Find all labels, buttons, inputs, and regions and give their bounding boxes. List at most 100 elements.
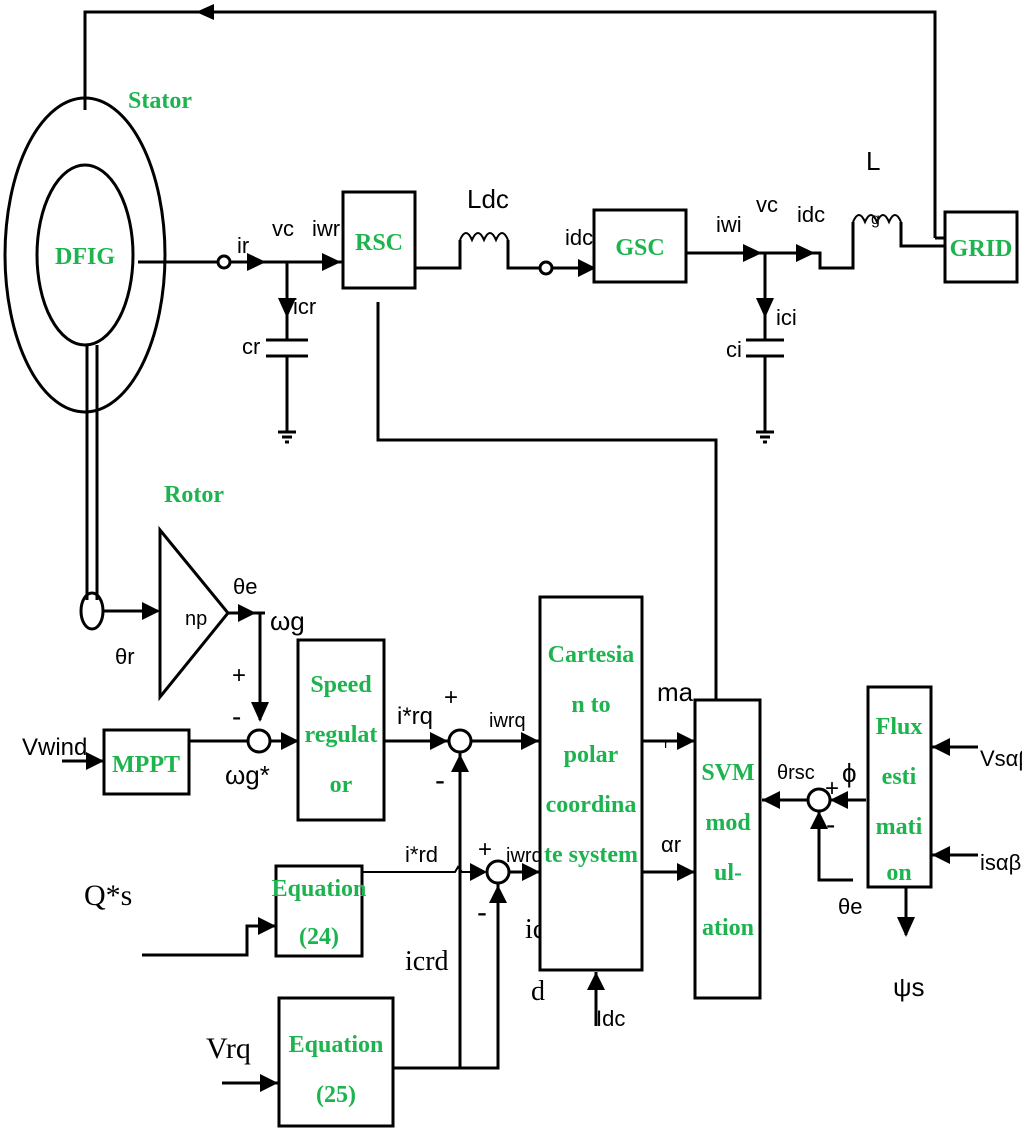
ldc-inductor: [459, 232, 509, 243]
qs-line: [142, 924, 275, 957]
minus-flux-label: -: [826, 809, 835, 840]
stator-label: Stator: [128, 88, 192, 114]
theta-r-label: θr: [115, 644, 135, 669]
speed-regulator-line-2: regulat: [305, 722, 378, 748]
qs-arrow: [258, 917, 276, 935]
cr-ground-icon: [278, 430, 296, 444]
cartesian-line-1: Cartesia: [548, 642, 635, 668]
equation24-line-2: (24): [299, 924, 339, 950]
speed-regulator-text: Speed regulat or: [305, 672, 378, 798]
ir-label: ir: [237, 233, 249, 258]
iwr-label: iwr: [312, 216, 340, 241]
speed-sum-junction: [246, 728, 272, 754]
cartesian-line-2: n to: [571, 692, 610, 718]
equation25-block: [277, 996, 395, 1128]
grid-inductor: [852, 214, 902, 225]
iwr-arrow: [322, 253, 341, 271]
svm-text: SVM mod ul- ation: [701, 760, 754, 941]
theta-e-bottom-line: [817, 811, 853, 882]
speed-regulator-line-1: Speed: [310, 672, 372, 698]
isab-arrow: [932, 846, 950, 864]
q-sum-junction: [447, 728, 473, 754]
ird-ref-arrow: [470, 863, 487, 881]
mppt-label: MPPT: [112, 752, 180, 778]
grid-path-2: [899, 222, 945, 248]
eq25-to-d-sum: [393, 883, 500, 1070]
svm-line-1: SVM: [701, 760, 754, 786]
ci-label: ci: [726, 337, 742, 362]
speed-regulator-line-3: or: [330, 772, 353, 798]
rsc-block: [341, 190, 417, 290]
phi-arrow: [830, 791, 848, 809]
iwrd-arrow: [522, 863, 540, 881]
vc-grid-label: vc: [756, 192, 778, 217]
dc-link-line-1: [415, 240, 462, 270]
svm-line-4: ation: [702, 915, 754, 941]
q-feedback-arrow: [451, 754, 469, 772]
flux-line-2: esti: [882, 764, 917, 790]
omega-g-star-label: ωg*: [225, 760, 270, 790]
speed-regulator-block: [296, 638, 386, 822]
svm-line-2: mod: [705, 810, 751, 836]
idc-grid-arrow: [796, 244, 815, 262]
minus-d-label: -: [477, 896, 487, 929]
svm-to-rsc-line: [376, 302, 718, 700]
minus-q-label: -: [435, 764, 445, 797]
icr-label: icr: [293, 294, 316, 319]
idc-input-arrow: [587, 972, 605, 990]
dfig-label: DFIG: [55, 244, 115, 270]
svm-line-3: ul-: [714, 860, 742, 886]
d-feedback-arrow: [489, 885, 507, 903]
ma-sub-label: r: [664, 735, 669, 751]
rotor-label: Rotor: [164, 482, 224, 508]
isab-label: isαβ: [980, 850, 1021, 875]
psis-label: ψs: [893, 972, 925, 1002]
rotor-position-sensor: [79, 591, 105, 631]
grid-label: GRID: [950, 236, 1013, 262]
minus-speed-label: -: [232, 701, 241, 732]
equation25-line-1: Equation: [289, 1032, 384, 1058]
theta-r-arrow: [142, 602, 160, 620]
gsc-block: [592, 208, 688, 284]
np-label: np: [185, 608, 207, 630]
flux-text: Flux esti mati on: [876, 714, 923, 886]
plus-d-label: +: [478, 836, 492, 863]
vc-rotor-label: vc: [272, 216, 294, 241]
plus-speed-label: +: [232, 662, 246, 689]
dc-link-line-2: [506, 240, 540, 270]
ird-star-label: i*rd: [405, 842, 438, 867]
theta-e-arrow: [238, 604, 256, 622]
flux-line-1: Flux: [876, 714, 923, 740]
cr-label: cr: [242, 334, 260, 359]
cartesian-line-3: polar: [564, 742, 619, 768]
svm-block: [693, 698, 762, 1000]
l-grid-label: L: [866, 146, 880, 176]
ldc-label: Ldc: [467, 184, 509, 214]
flux-line-4: on: [886, 860, 911, 886]
ma-label: ma: [657, 677, 694, 707]
theta-e-bottom-label: θe: [838, 894, 862, 919]
iwrq-arrow: [521, 732, 539, 750]
phi-label: ϕ: [842, 758, 857, 788]
speed-error-arrow: [281, 732, 299, 750]
irq-ref-arrow: [430, 732, 448, 750]
theta-e-bottom-arrow: [810, 811, 828, 829]
omega-g-label: ωg: [270, 606, 305, 636]
cartesian-line-5: te system: [544, 842, 638, 868]
plus-q-label: +: [444, 684, 458, 711]
grid-feedback-arrow: [196, 4, 214, 20]
rsc-label: RSC: [355, 230, 403, 256]
cartesian-polar-text: Cartesia n to polar coordina te system: [544, 642, 638, 868]
ici-arrow: [756, 298, 774, 318]
qs-label: Q*s: [84, 879, 132, 912]
ir-arrow: [247, 253, 266, 271]
ici-label: ici: [776, 305, 797, 330]
iwi-label: iwi: [716, 212, 742, 237]
np-gain-block: [158, 525, 230, 702]
theta-rsc-arrow: [762, 791, 780, 809]
icrd-label: icrd: [405, 946, 449, 977]
vsab-arrow: [932, 738, 950, 756]
stator-ellipse: [3, 96, 167, 414]
theta-e-top-label: θe: [233, 574, 257, 599]
